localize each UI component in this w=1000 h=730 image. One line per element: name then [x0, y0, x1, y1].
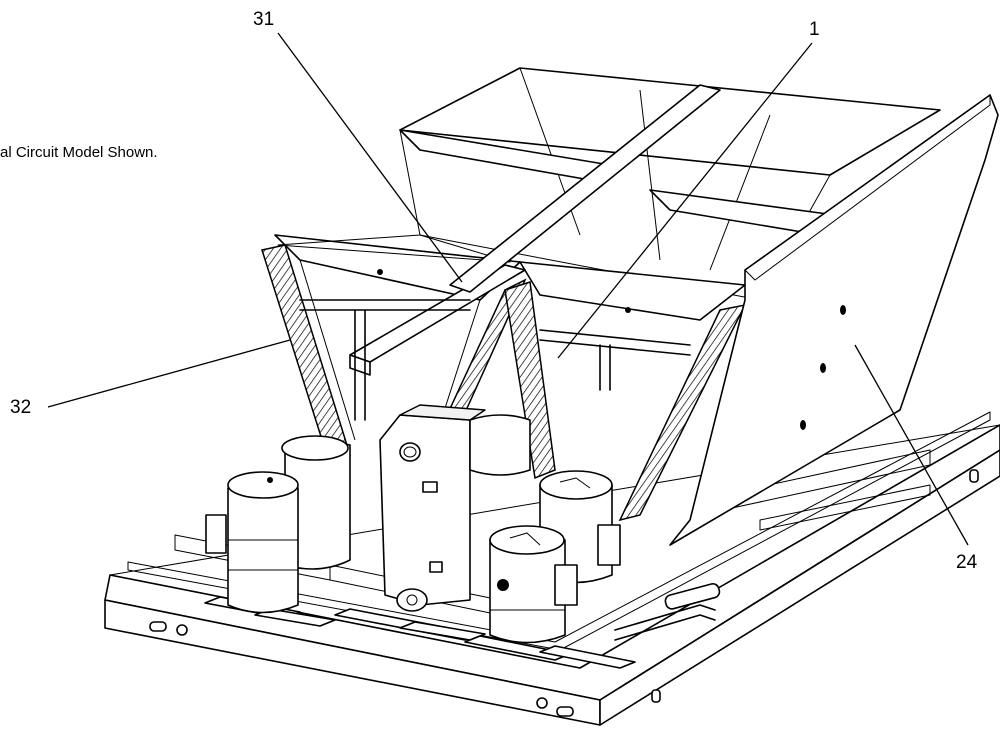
right-coil: [504, 261, 747, 522]
base-slot: [556, 706, 574, 717]
refrigerant-piping: [299, 299, 721, 641]
base-hole: [536, 697, 548, 709]
leader-32: [47, 339, 291, 408]
callout-1: 1: [809, 19, 820, 40]
base-pan: [104, 411, 1000, 726]
callout-24: 24: [956, 552, 978, 573]
leader-31: [277, 32, 463, 283]
terminal-box: [597, 524, 621, 566]
filter-drier: [664, 583, 721, 610]
terminal-box: [205, 514, 227, 554]
compressor-left-rear: [281, 435, 351, 570]
compressor-right-front: [489, 525, 578, 644]
callout-32: 32: [10, 397, 32, 418]
leader-24: [854, 344, 969, 546]
base-slot: [651, 689, 661, 703]
side-panel: [669, 94, 999, 546]
compressor-center: [379, 404, 531, 612]
compressor-left-front: [205, 471, 299, 614]
top-beam: [349, 84, 721, 376]
base-slot: [149, 621, 167, 632]
leader-1: [557, 42, 813, 359]
terminal-box: [554, 564, 578, 606]
base-hole: [176, 624, 188, 636]
base-slot: [969, 469, 979, 483]
model-note: al Circuit Model Shown.: [0, 144, 158, 161]
leader-lines: [47, 32, 969, 546]
callout-31: 31: [253, 9, 275, 30]
